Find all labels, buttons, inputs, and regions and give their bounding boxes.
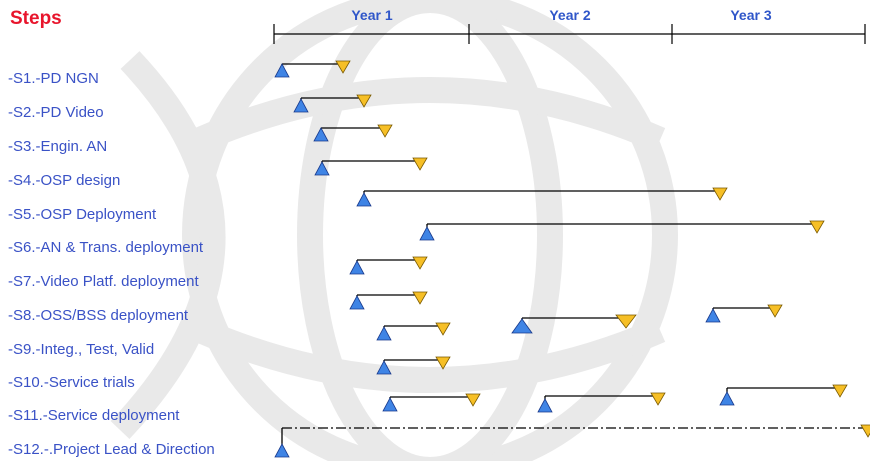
year-1-label: Year 1 <box>351 7 393 23</box>
step-2-bar-1 <box>293 94 372 113</box>
step-8-bar-1 <box>349 291 428 310</box>
step-label-s10: -S10.-Service trials <box>8 374 135 391</box>
end-marker-icon <box>712 187 728 201</box>
start-marker-icon <box>313 127 329 142</box>
step-8-bar-2 <box>705 304 783 323</box>
end-marker-icon <box>412 291 428 305</box>
end-marker-icon <box>465 393 481 407</box>
end-marker-icon <box>650 392 666 406</box>
end-marker-icon <box>832 384 848 398</box>
start-marker-icon <box>376 360 392 375</box>
step-11-bar-1 <box>382 393 481 412</box>
start-marker-icon <box>705 308 721 323</box>
step-1-bar-1 <box>274 60 351 78</box>
start-marker-icon <box>274 63 290 78</box>
step-7-bar-1 <box>349 256 428 275</box>
start-marker-icon <box>293 98 309 113</box>
step-label-s6: -S6.-AN & Trans. deployment <box>8 239 204 256</box>
start-marker-icon <box>719 391 735 406</box>
step-label-s3: -S3.-Engin. AN <box>8 138 108 155</box>
step-11-bar-3 <box>719 384 848 406</box>
step-9-bar-1 <box>376 322 451 341</box>
step-label-s9: -S9.-Integ., Test, Valid <box>8 341 155 358</box>
step-label-s7: -S7.-Video Platf. deployment <box>8 273 199 290</box>
end-marker-icon <box>356 94 372 108</box>
step-label-s8: -S8.-OSS/BSS deployment <box>8 307 189 324</box>
step-label-s12: -S12.-.Project Lead & Direction <box>8 441 215 458</box>
start-marker-icon <box>419 226 435 241</box>
year-2-label: Year 2 <box>549 7 591 23</box>
step-3-bar-1 <box>313 124 393 142</box>
end-marker-icon <box>377 124 393 138</box>
end-marker-icon <box>412 256 428 270</box>
step-8-bar-1 <box>511 314 637 334</box>
steps-title: Steps <box>10 8 62 29</box>
end-marker-icon <box>412 157 428 171</box>
start-marker-icon <box>537 398 553 413</box>
start-marker-icon <box>349 295 365 310</box>
step-label-s4: -S4.-OSP design <box>8 172 121 189</box>
end-marker-icon <box>615 314 637 329</box>
step-label-s11: -S11.-Service deployment <box>8 407 180 424</box>
end-marker-icon <box>435 356 451 370</box>
end-marker-icon <box>335 60 351 74</box>
step-12-bar-1 <box>274 424 870 458</box>
step-6-bar-1 <box>419 220 825 241</box>
step-10-bar-1 <box>376 356 451 375</box>
start-marker-icon <box>376 326 392 341</box>
end-marker-icon <box>435 322 451 336</box>
year-axis <box>273 24 866 44</box>
start-marker-icon <box>314 161 330 176</box>
year-3-label: Year 3 <box>730 7 772 23</box>
end-marker-icon <box>809 220 825 234</box>
start-marker-icon <box>274 443 290 458</box>
end-marker-icon <box>860 424 870 438</box>
end-marker-icon <box>767 304 783 318</box>
step-11-bar-2 <box>537 392 666 413</box>
step-label-s1: -S1.-PD NGN <box>8 70 99 87</box>
start-marker-icon <box>511 318 533 334</box>
step-label-s2: -S2.-PD Video <box>8 104 104 121</box>
start-marker-icon <box>349 260 365 275</box>
start-marker-icon <box>382 397 398 412</box>
step-4-bar-1 <box>314 157 428 176</box>
step-5-bar-1 <box>356 187 728 207</box>
start-marker-icon <box>356 192 372 207</box>
step-label-s5: -S5.-OSP Deployment <box>8 206 157 223</box>
